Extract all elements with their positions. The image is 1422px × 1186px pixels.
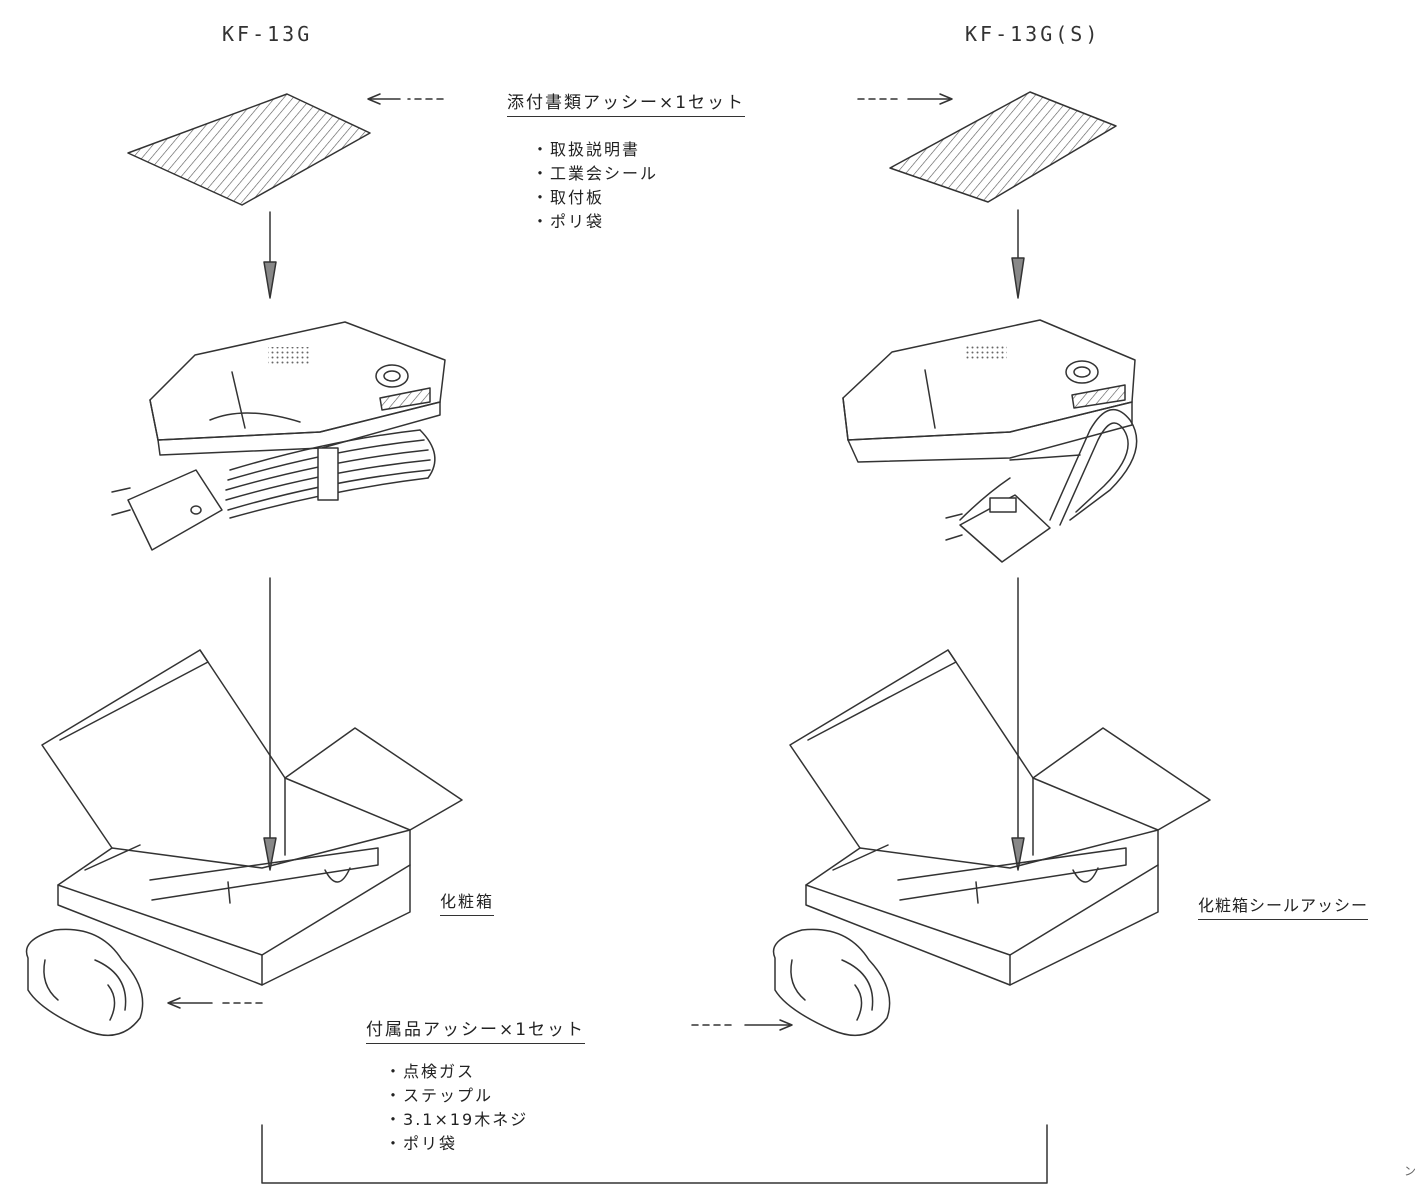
box-label: 化粧箱 [440, 888, 495, 916]
bottom-bracket [261, 1124, 1048, 1184]
gas-detector-right [842, 319, 1138, 563]
list-item: ポリ袋 [385, 1132, 528, 1156]
box-seal-label: 化粧箱シールアッシー [1198, 892, 1369, 920]
accessories-list: 点検ガス ステップル 3.1×19木ネジ ポリ袋 [385, 1060, 528, 1156]
documents-title: 添付書類アッシー×1セット [507, 88, 746, 117]
model-label-right: KF-13G(S) [965, 22, 1101, 46]
list-item: ポリ袋 [532, 210, 658, 234]
list-item: ステップル [385, 1084, 528, 1108]
corner-mark: ン [1404, 1164, 1419, 1178]
list-item: 取扱説明書 [532, 138, 658, 162]
documents-sheet-right [889, 91, 1117, 203]
list-item: 工業会シール [532, 162, 658, 186]
accessories-title: 付属品アッシー×1セット [366, 1015, 586, 1044]
accessory-bag-right [772, 928, 891, 1037]
documents-sheet-left [127, 93, 371, 206]
list-item: 点検ガス [385, 1060, 528, 1084]
gas-detector-left [111, 321, 446, 551]
accessory-bag-left [25, 928, 144, 1037]
list-item: 3.1×19木ネジ [385, 1108, 528, 1132]
model-label-left: KF-13G [222, 22, 313, 46]
documents-list: 取扱説明書 工業会シール 取付板 ポリ袋 [532, 138, 658, 234]
carton-left [41, 649, 463, 986]
list-item: 取付板 [532, 186, 658, 210]
carton-right [789, 649, 1211, 986]
